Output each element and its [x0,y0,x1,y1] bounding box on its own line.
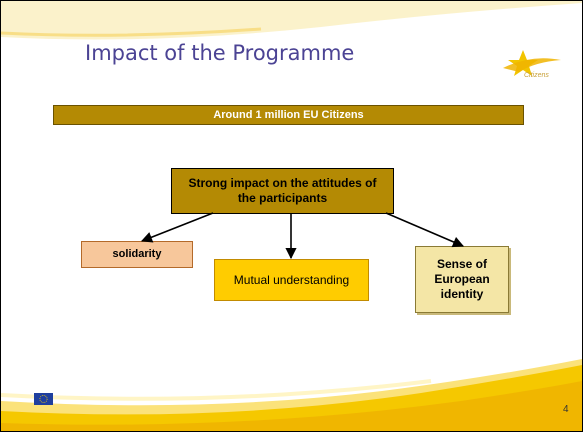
mutual-understanding-box: Mutual understanding [214,259,369,301]
arrow-to-identity [385,212,465,248]
banner-box: Around 1 million EU Citizens [53,105,524,125]
eu-flag-icon [34,393,53,405]
page-number: 4 [563,404,569,415]
main-impact-box: Strong impact on the attitudes of the pa… [171,168,394,214]
slide-title: Impact of the Programme [85,41,355,65]
european-identity-text: Sense of European identity [434,257,490,301]
bottom-swoosh-decoration [1,359,582,431]
main-impact-text: Strong impact on the attitudes of the pa… [188,176,377,205]
logo-text: Citizens [524,72,549,79]
solidarity-text: solidarity [112,248,162,260]
star-swoosh-icon [503,50,561,76]
solidarity-box: solidarity [81,241,193,268]
mutual-understanding-text: Mutual understanding [233,272,350,287]
banner-text: Around 1 million EU Citizens [213,109,364,121]
top-swoosh-decoration [1,1,582,40]
european-identity-box: Sense of European identity [415,246,509,313]
arrow-to-solidarity [140,212,214,243]
